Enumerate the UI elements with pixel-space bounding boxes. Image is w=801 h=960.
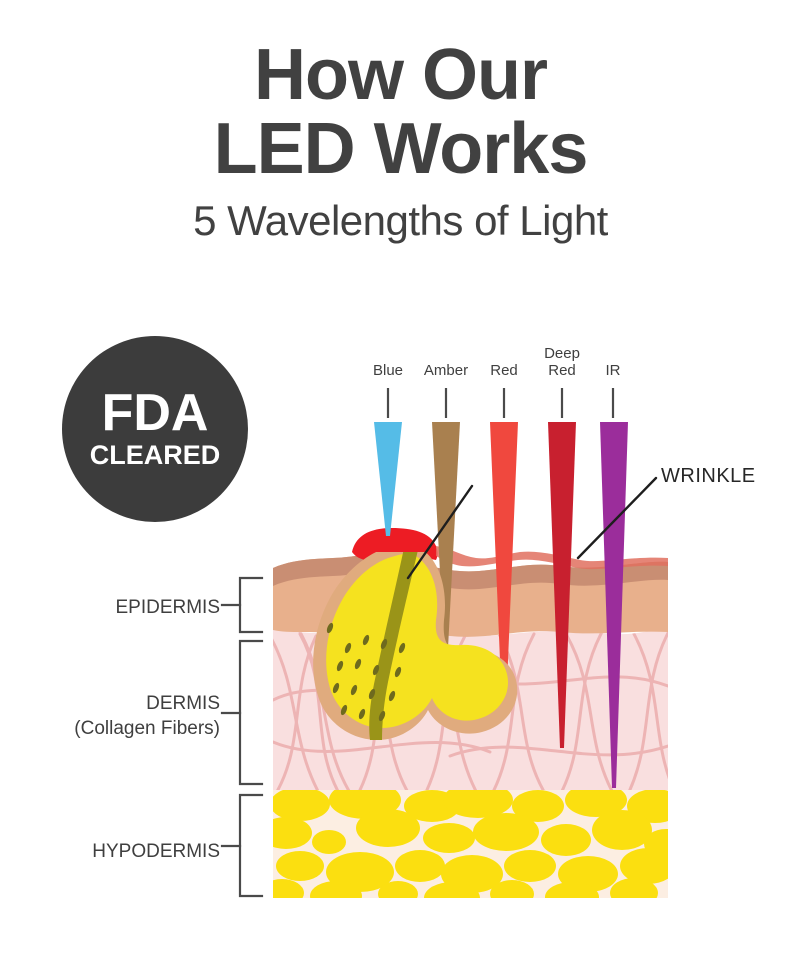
- annotation-leader-lines: [406, 476, 658, 580]
- collagen-fiber: [626, 631, 668, 790]
- fda-badge-sub-text: CLEARED: [89, 440, 221, 470]
- title-block: How Our LED Works 5 Wavelengths of Light: [0, 38, 801, 250]
- fat-cell: [273, 790, 330, 821]
- follicle-speckle: [398, 642, 406, 654]
- hair-follicle-structure: [313, 552, 518, 740]
- follicle-speckle: [368, 688, 376, 700]
- fat-cell: [356, 809, 420, 847]
- collagen-fiber: [632, 632, 668, 790]
- follicle-pointer-line: [406, 484, 474, 580]
- light-cone-blue: [374, 422, 402, 536]
- follicle-body: [326, 553, 509, 728]
- wavelength-label-deep-red: Deep Red: [544, 345, 580, 379]
- follicle-speckle: [378, 710, 386, 722]
- follicle-speckle: [332, 682, 340, 694]
- light-cone-amber: [432, 422, 460, 648]
- collagen-fiber: [273, 740, 492, 754]
- fat-cell: [512, 790, 564, 822]
- hair-shaft: [369, 552, 418, 740]
- fda-badge-main-text: FDA: [101, 384, 209, 442]
- follicle-speckle: [394, 666, 402, 678]
- collagen-fiber: [273, 634, 322, 790]
- fat-cell: [443, 790, 513, 818]
- fda-cleared-badge: FDA CLEARED: [62, 336, 248, 522]
- fat-cell: [273, 817, 312, 849]
- collagen-fiber: [490, 632, 536, 790]
- bracket-dermis: [238, 639, 264, 786]
- fat-cell: [312, 830, 346, 854]
- fat-cell: [565, 790, 627, 817]
- wavelength-label-blue: Blue: [372, 362, 404, 379]
- wrinkle-pointer-line: [576, 476, 658, 560]
- wrinkle-label: WRINKLE: [661, 465, 756, 487]
- follicle-speckle: [358, 708, 366, 720]
- fat-cell: [423, 823, 475, 853]
- fat-cell: [541, 824, 591, 856]
- fat-cell-group: [273, 790, 668, 898]
- collagen-fiber: [448, 744, 668, 758]
- follicle-speckle: [354, 658, 362, 670]
- layer-label-dermis-name: DERMIS: [146, 693, 220, 714]
- fat-cell: [378, 881, 418, 898]
- fat-cell: [592, 810, 652, 850]
- fat-cell: [490, 880, 534, 898]
- light-cone-group: [374, 422, 628, 788]
- wavelength-leader-lines: [386, 388, 615, 418]
- layer-label-hypodermis: HYPODERMIS: [92, 841, 220, 862]
- collagen-fiber: [564, 632, 616, 790]
- fat-cell: [395, 850, 445, 882]
- fat-cell: [545, 882, 599, 898]
- layer-label-dermis-sub: (Collagen Fibers): [74, 718, 220, 739]
- fat-cell: [276, 851, 324, 881]
- wavelength-label-amber: Amber: [423, 362, 469, 379]
- follicle-speckle: [372, 664, 380, 676]
- follicle-speckle: [344, 642, 352, 654]
- fat-cell: [473, 813, 539, 851]
- layer-bracket-group: [220, 576, 264, 898]
- collagen-fiber: [558, 630, 604, 790]
- title-line-2: LED Works: [213, 109, 589, 189]
- light-cone-deep-red: [548, 422, 576, 748]
- layer-label-dermis: DERMIS (Collagen Fibers): [10, 691, 220, 741]
- fat-cell: [504, 850, 556, 882]
- follicle-speckle-group: [326, 622, 406, 722]
- light-cone-red: [490, 422, 518, 708]
- follicle-speckle: [326, 622, 334, 634]
- bracket-epidermis: [238, 576, 264, 634]
- fat-cell: [610, 878, 658, 898]
- bracket-hypodermis: [238, 793, 264, 898]
- layer-label-epidermis: EPIDERMIS: [115, 597, 220, 618]
- title-line-1: How Our: [254, 35, 548, 115]
- wavelength-label-red: Red: [490, 362, 518, 379]
- follicle-speckle: [388, 690, 396, 702]
- wavelength-label-ir: IR: [605, 362, 621, 379]
- follicle-speckle: [350, 684, 358, 696]
- subtitle: 5 Wavelengths of Light: [193, 197, 608, 244]
- follicle-speckle: [362, 634, 370, 646]
- follicle-speckle: [340, 704, 348, 716]
- fat-cell: [273, 879, 304, 898]
- fat-cell: [620, 848, 668, 884]
- collagen-fiber: [273, 634, 318, 790]
- fat-cell: [424, 882, 480, 898]
- follicle-speckle: [380, 638, 388, 650]
- fat-cell: [310, 881, 362, 898]
- follicle-speckle: [336, 660, 344, 672]
